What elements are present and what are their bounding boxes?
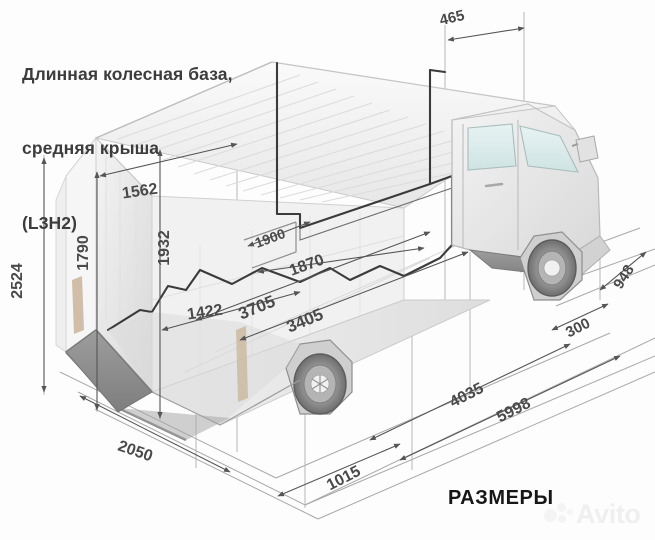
dimension-label-rear-door-height: 1932 [156, 230, 173, 266]
cab-door-window [467, 123, 517, 171]
van-cab [451, 103, 611, 279]
watermark-dot-icon [544, 509, 557, 522]
side-mirror [571, 135, 599, 163]
watermark-dot-icon [557, 503, 566, 512]
watermark-dot-icon [567, 509, 573, 515]
watermark-label: Avito [576, 499, 641, 529]
dimension-label-overall-height: 2524 [9, 263, 26, 299]
interior-trim [72, 276, 84, 334]
title-line-1: Длинная колесная база, [22, 63, 233, 84]
caption-razmery: РАЗМЕРЫ [448, 487, 554, 509]
dimension-label-interior-height: 1790 [75, 235, 92, 271]
interior-post [236, 326, 248, 402]
title-line-3: (L3H2) [22, 212, 78, 233]
dimension-arrows [41, 26, 647, 497]
front-wheel [519, 231, 583, 301]
watermark-dot-icon [558, 515, 566, 523]
rear-bumper [65, 329, 153, 413]
windshield [519, 125, 579, 173]
page-title: Длинная колесная база, средняя крыша (L3… [22, 12, 233, 285]
rear-wheel [285, 339, 353, 415]
title-line-2: средняя крыша [22, 138, 160, 159]
avito-watermark: Avito [543, 499, 655, 536]
